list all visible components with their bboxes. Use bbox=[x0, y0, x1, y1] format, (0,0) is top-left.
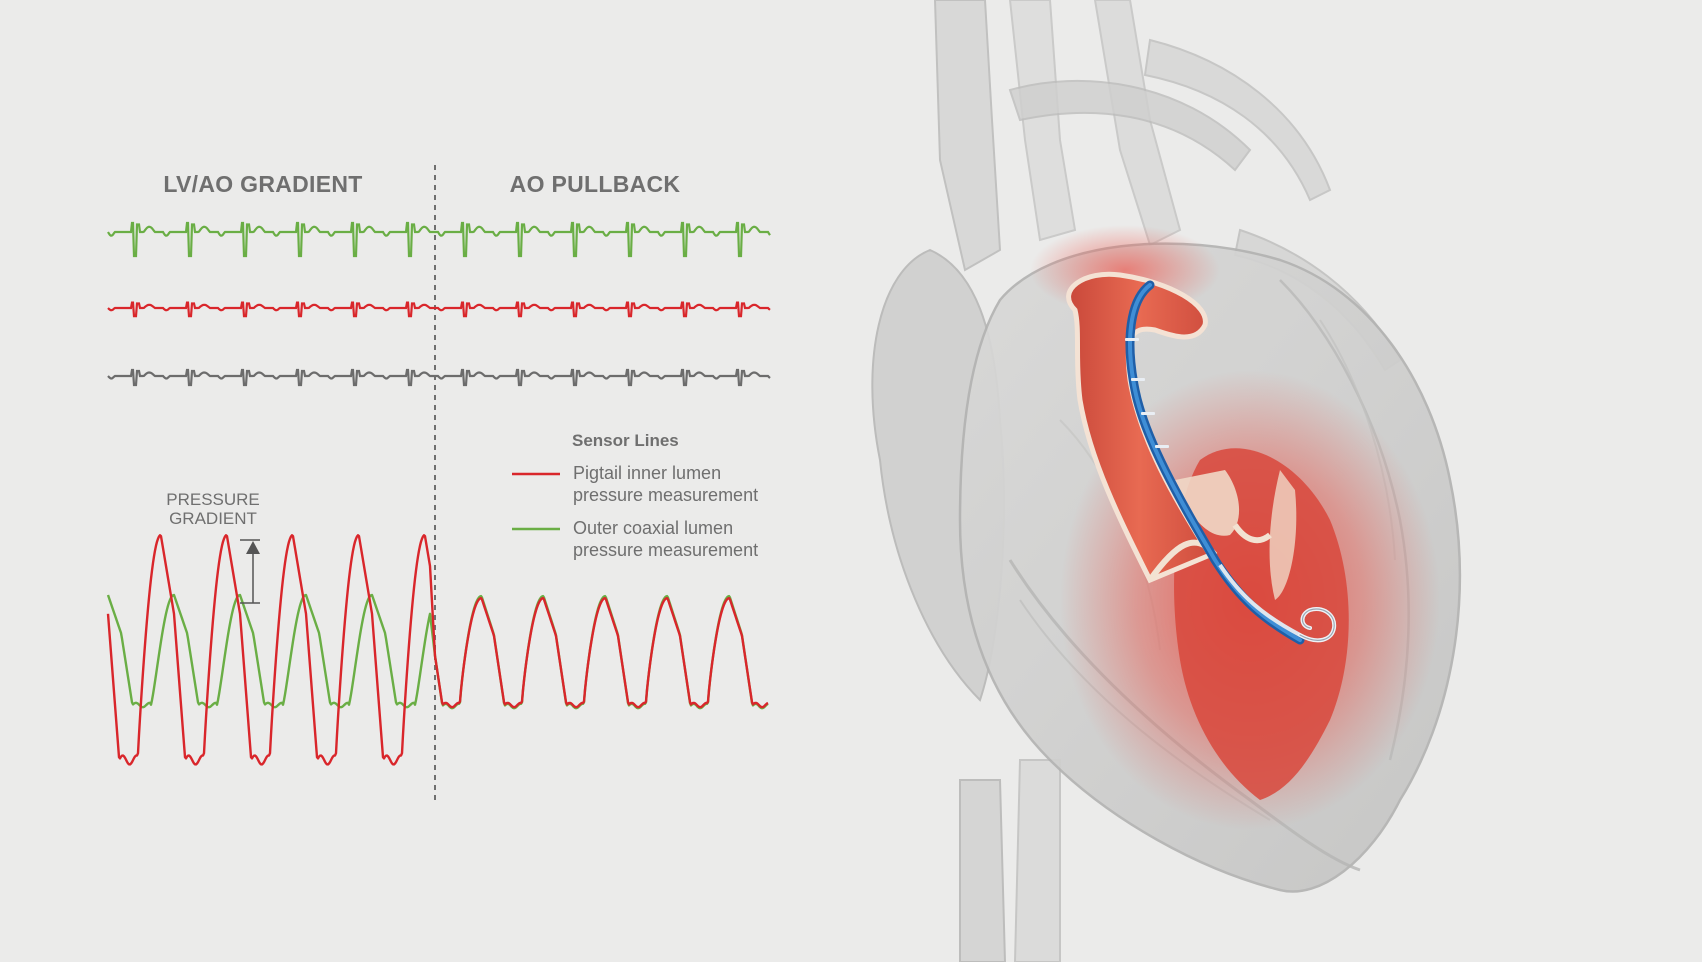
legend-item-2-line2: pressure measurement bbox=[573, 540, 758, 560]
legend-item-1-line2: pressure measurement bbox=[573, 485, 758, 505]
arrow-up-icon bbox=[240, 539, 260, 604]
trace-red-ecg bbox=[107, 301, 771, 318]
section-title-lv-ao-gradient: LV/AO GRADIENT bbox=[163, 171, 362, 197]
heart-illustration bbox=[871, 0, 1462, 962]
annotation-pressure: PRESSURE bbox=[166, 490, 260, 509]
legend-item-1-line1: Pigtail inner lumen bbox=[573, 463, 721, 483]
legend: Sensor Lines Pigtail inner lumen pressur… bbox=[512, 431, 758, 560]
trace-green-ecg bbox=[107, 221, 771, 258]
annotation-gradient: GRADIENT bbox=[169, 509, 257, 528]
pressure-wave-pigtail-lumen bbox=[106, 534, 769, 766]
catheter bbox=[1125, 280, 1337, 645]
trace-gray-ecg bbox=[107, 368, 771, 387]
legend-title: Sensor Lines bbox=[572, 431, 679, 450]
legend-item-2-line1: Outer coaxial lumen bbox=[573, 518, 733, 538]
section-title-ao-pullback: AO PULLBACK bbox=[510, 171, 681, 197]
